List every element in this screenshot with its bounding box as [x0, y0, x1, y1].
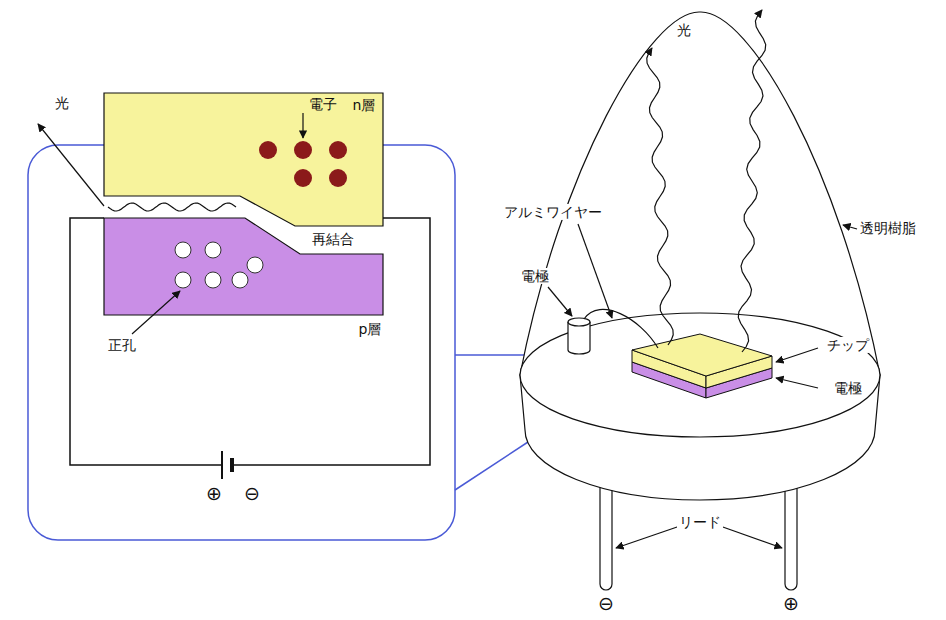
part-label: 電極	[832, 380, 864, 396]
part-label: チップ	[825, 337, 871, 353]
light-arrow	[38, 124, 104, 206]
callout-line	[455, 354, 524, 356]
layer-label-box: p層	[357, 321, 384, 340]
leader-line	[776, 348, 818, 362]
light-label: 光	[675, 22, 693, 38]
light-wave	[738, 10, 765, 352]
part-label: リード	[677, 514, 723, 530]
battery-plate	[221, 451, 223, 479]
light-wave	[647, 48, 673, 345]
leader-line	[578, 224, 612, 318]
light-label: 光	[53, 95, 71, 111]
callout-line	[455, 442, 528, 490]
plus-sign: ⊕	[204, 483, 224, 505]
leader-line	[616, 526, 680, 548]
layer-name: n層	[351, 97, 378, 113]
light-wave	[108, 203, 236, 211]
leader-line	[720, 526, 782, 548]
part-label: アルミワイヤー	[502, 204, 604, 220]
minus-sign: ⊖	[242, 483, 262, 505]
electrons	[259, 141, 347, 187]
holes	[175, 242, 263, 288]
polarity-sign: ⊖	[596, 593, 616, 615]
callout-frame	[28, 145, 455, 540]
leader-line	[776, 378, 818, 388]
p-layer	[104, 218, 383, 315]
layer-name: 再結合	[310, 231, 356, 247]
hole-label: 正孔	[106, 337, 138, 353]
electrode-post	[568, 322, 590, 354]
leader-line	[132, 291, 180, 334]
leader-line	[843, 225, 857, 229]
battery-plate	[230, 458, 234, 472]
base-top	[520, 313, 880, 437]
layer-name: p層	[357, 321, 384, 337]
leader-line	[548, 287, 572, 316]
recombination-band: 再結合	[310, 231, 356, 250]
part-label: 透明樹脂	[858, 220, 918, 236]
n-layer	[104, 93, 383, 226]
aluminium-wire	[584, 309, 658, 348]
layer-label-box: n層	[351, 97, 378, 116]
electron-label: 電子	[307, 96, 339, 112]
leader-line	[302, 113, 303, 138]
polarity-sign: ⊕	[781, 593, 801, 615]
electrode-post-top	[568, 318, 590, 326]
part-label: 電極	[519, 268, 551, 284]
